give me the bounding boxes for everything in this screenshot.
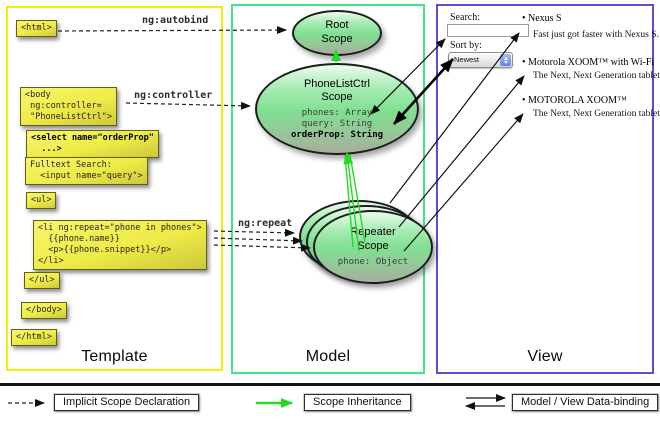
view-column-title: View bbox=[527, 348, 563, 365]
phone-item-name: • Motorola XOOM™ with Wi-Fi bbox=[522, 57, 655, 68]
repeater-scope-title: Repeater Scope bbox=[350, 226, 396, 253]
phone-item-name: • MOTOROLA XOOM™ bbox=[522, 95, 627, 106]
ng-repeat-label: ng:repeat bbox=[238, 218, 293, 229]
phone-item-name: • Nexus S bbox=[522, 13, 562, 24]
template-box-fulltext-search: Fulltext Search: <input name="query"> bbox=[25, 157, 148, 186]
dropdown-stepper-icon bbox=[500, 54, 511, 66]
template-box-ul-close: </ul> bbox=[24, 272, 60, 290]
template-box-select-orderprop: <select name="orderProp" ...> bbox=[26, 130, 159, 159]
phone-item-desc: Fast just got faster with Nexus S. bbox=[533, 30, 659, 40]
repeater-prop-phone: phone: Object bbox=[337, 256, 409, 267]
template-box-ul-open: <ul> bbox=[26, 192, 57, 210]
ng-autobind-label: ng:autobind bbox=[142, 15, 209, 26]
legend-implicit-scope-declaration: Implicit Scope Declaration bbox=[54, 394, 200, 411]
root-scope-title: Root Scope bbox=[321, 19, 353, 45]
root-scope-ellipse: Root Scope bbox=[292, 10, 382, 56]
ng-controller-label: ng:controller bbox=[134, 90, 213, 101]
template-box-body-close: </body> bbox=[21, 302, 67, 320]
legend-scope-inheritance: Scope Inheritance bbox=[304, 394, 411, 411]
model-column-title: Model bbox=[305, 348, 351, 365]
phone-item-desc: The Next, Next Generation tablet. bbox=[533, 71, 660, 81]
template-box-body-open: <body ng:controller= "PhoneListCtrl"> bbox=[20, 87, 117, 127]
phonelistctrl-scope-ellipse: PhoneListCtrl Scope phones: Array query:… bbox=[255, 63, 419, 155]
template-column-title: Template bbox=[81, 348, 148, 365]
search-input[interactable] bbox=[447, 24, 529, 37]
model-column-frame bbox=[231, 4, 425, 374]
phonelistctrl-prop-phones: phones: Array bbox=[301, 108, 373, 119]
legend-model-view-databinding: Model / View Data-binding bbox=[512, 394, 659, 411]
sort-by-dropdown[interactable]: Newest bbox=[448, 52, 513, 68]
phonelistctrl-prop-orderprop: orderProp: String bbox=[290, 129, 384, 140]
legend-separator-line bbox=[0, 383, 660, 386]
sort-by-label: Sort by: bbox=[450, 40, 482, 51]
template-box-li-repeat: <li ng:repeat="phone in phones"> {{phone… bbox=[33, 220, 207, 271]
repeater-scope-ellipse-front: Repeater Scope phone: Object bbox=[313, 210, 433, 284]
template-box-html-close: </html> bbox=[11, 329, 57, 347]
phonelistctrl-scope-title: PhoneListCtrl Scope bbox=[303, 77, 371, 104]
search-label: Search: bbox=[450, 12, 480, 23]
sort-by-selected-value: Newest bbox=[454, 55, 480, 64]
phonelistctrl-prop-query: query: String bbox=[301, 118, 373, 129]
template-box-html-open: <html> bbox=[16, 20, 57, 38]
phone-item-desc: The Next, Next Generation tablet. bbox=[533, 109, 660, 119]
